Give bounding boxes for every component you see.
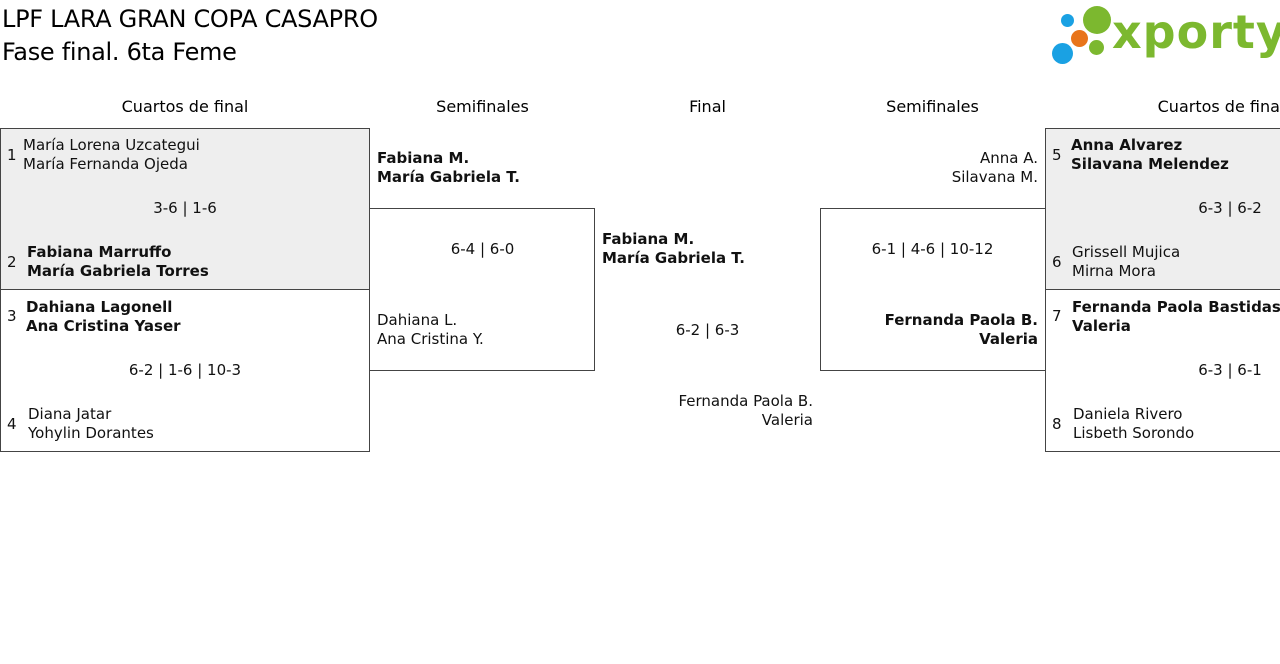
seed-8: 8 <box>1052 415 1062 433</box>
logo-dot-blue-large <box>1052 43 1073 64</box>
player-name-winner: Fernanda Paola Bastidas Mo <box>1072 298 1280 316</box>
player-name: Valeria <box>761 411 813 429</box>
logo-dot-green-small <box>1089 40 1104 55</box>
col-header-qf-right: Cuartos de final <box>1157 97 1280 116</box>
logo-dot-orange <box>1071 30 1088 47</box>
player-name-champion: Fabiana M. <box>602 230 695 248</box>
player-name: Dahiana L. <box>377 311 458 329</box>
player-name-winner: Fernanda Paola B. <box>884 311 1038 329</box>
player-name: Ana Cristina Y. <box>377 330 484 348</box>
player-name-winner: Fabiana M. <box>377 149 470 167</box>
player-name: Silavana M. <box>951 168 1038 186</box>
seed-2: 2 <box>7 253 17 271</box>
col-header-qf-left: Cuartos de final <box>121 97 249 116</box>
match-sf-right[interactable] <box>820 208 1046 371</box>
xporty-logo[interactable]: xporty <box>1052 4 1280 68</box>
player-name: Daniela Rivero <box>1073 405 1183 423</box>
player-name-winner: Dahiana Lagonell <box>26 298 173 316</box>
seed-1: 1 <box>7 146 17 164</box>
logo-dot-blue-small <box>1061 14 1074 27</box>
seed-7: 7 <box>1052 307 1062 325</box>
seed-3: 3 <box>7 307 17 325</box>
match-score: 6-2 | 1-6 | 10-3 <box>128 361 242 379</box>
col-header-final: Final <box>689 97 726 116</box>
player-name-winner: Valeria <box>979 330 1038 348</box>
title-line-2: Fase final. 6ta Feme <box>2 38 237 66</box>
title-line-1: LPF LARA GRAN COPA CASAPRO <box>2 5 378 33</box>
seed-4: 4 <box>7 415 17 433</box>
player-name: Yohylin Dorantes <box>28 424 154 442</box>
match-score-final: 6-2 | 6-3 <box>675 321 740 339</box>
player-name-winner: Anna Alvarez <box>1071 136 1183 154</box>
player-name-champion: María Gabriela T. <box>602 249 745 267</box>
match-qf-4[interactable] <box>1045 289 1280 452</box>
player-name: Fernanda Paola B. <box>678 392 813 410</box>
match-score: 6-3 | 6-2 <box>1198 199 1262 217</box>
player-name: Anna A. <box>979 149 1038 167</box>
player-name-winner: Silavana Melendez <box>1071 155 1229 173</box>
player-name: María Lorena Uzcategui <box>23 136 200 154</box>
player-name: María Fernanda Ojeda <box>23 155 188 173</box>
match-qf-3[interactable] <box>1045 128 1280 290</box>
player-name: Diana Jatar <box>28 405 112 423</box>
player-name: Lisbeth Sorondo <box>1073 424 1195 442</box>
col-header-sf-left: Semifinales <box>436 97 529 116</box>
player-name: Mirna Mora <box>1072 262 1156 280</box>
col-header-sf-right: Semifinales <box>886 97 979 116</box>
match-score: 6-3 | 6-1 <box>1198 361 1262 379</box>
player-name-winner: Valeria <box>1072 317 1131 335</box>
tournament-title: LPF LARA GRAN COPA CASAPRO Fase final. 6… <box>2 3 378 69</box>
seed-5: 5 <box>1052 146 1062 164</box>
match-qf-1[interactable] <box>0 128 370 290</box>
player-name-winner: María Gabriela Torres <box>27 262 209 280</box>
logo-wordmark: xporty <box>1112 5 1280 59</box>
player-name-winner: Fabiana Marruffo <box>27 243 172 261</box>
player-name-winner: María Gabriela T. <box>377 168 520 186</box>
match-score: 6-1 | 4-6 | 10-12 <box>871 240 994 258</box>
match-score: 6-4 | 6-0 <box>450 240 515 258</box>
logo-dot-green-large <box>1083 6 1111 34</box>
player-name: Grissell Mujica <box>1072 243 1181 261</box>
seed-6: 6 <box>1052 253 1062 271</box>
player-name-winner: Ana Cristina Yaser <box>26 317 181 335</box>
match-qf-2[interactable] <box>0 289 370 452</box>
match-score: 3-6 | 1-6 <box>153 199 217 217</box>
match-sf-left[interactable] <box>369 208 595 371</box>
